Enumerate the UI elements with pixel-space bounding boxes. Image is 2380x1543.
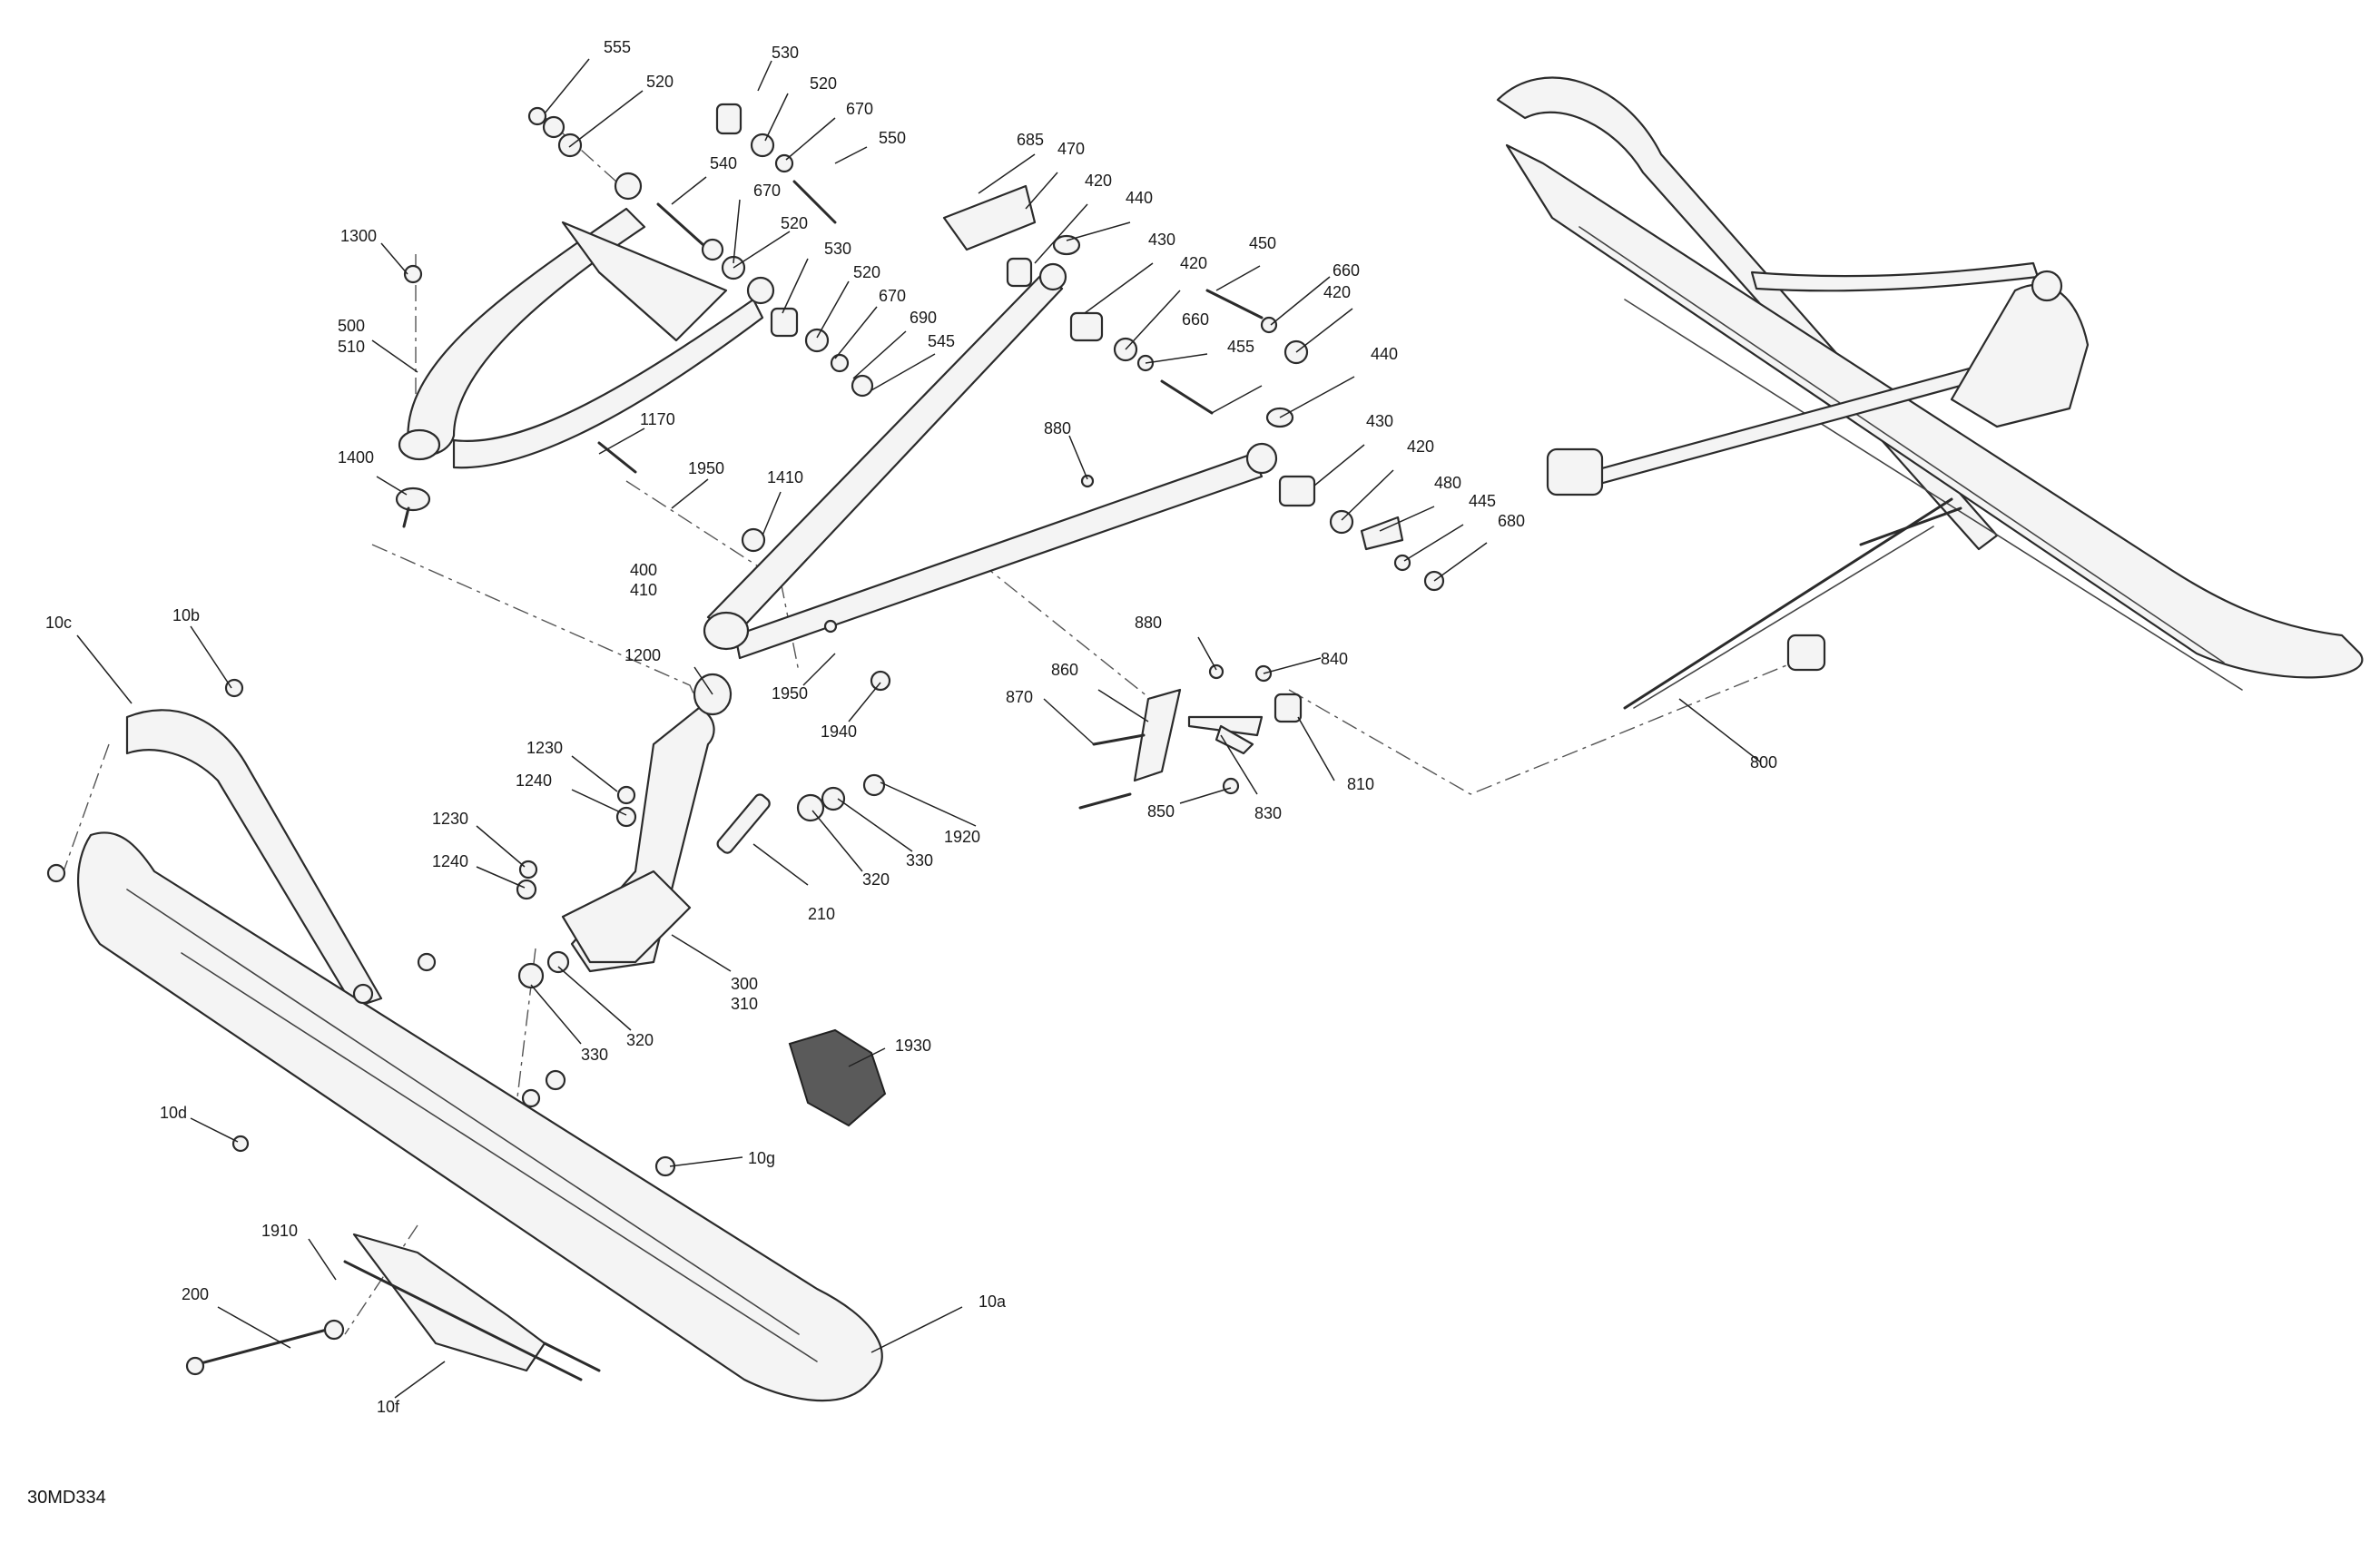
callout-label: 1240 xyxy=(432,852,468,870)
callout-label: 520 xyxy=(810,74,837,93)
assembled-ski-view xyxy=(1496,76,2364,710)
upper-hardware xyxy=(395,103,874,528)
figure-code: 30MD334 xyxy=(27,1488,106,1508)
callout-label: 850 xyxy=(1147,802,1175,821)
callout-label: 550 xyxy=(879,129,906,147)
callout-label: 880 xyxy=(1135,614,1162,632)
callout-label: 1930 xyxy=(895,1037,931,1055)
callout-label: 300 xyxy=(731,975,758,993)
callout-label: 870 xyxy=(1006,688,1033,706)
callout-label: 320 xyxy=(862,870,890,889)
callout-label: 10c xyxy=(45,614,72,632)
callout-label: 1910 xyxy=(261,1222,298,1240)
callout-label: 1230 xyxy=(432,810,468,828)
callout-label: 400 xyxy=(630,561,657,579)
callout-label: 670 xyxy=(846,100,873,118)
callout-label: 430 xyxy=(1366,412,1393,430)
steering-arm xyxy=(1078,663,1303,810)
callout-label: 420 xyxy=(1085,172,1112,190)
callout-label: 1920 xyxy=(944,828,980,846)
spindle xyxy=(516,673,886,989)
callout-label: 680 xyxy=(1498,512,1525,530)
callout-label: 660 xyxy=(1182,310,1209,329)
callout-label: 520 xyxy=(646,73,674,91)
callout-label: 810 xyxy=(1347,775,1374,793)
callout-label: 330 xyxy=(581,1046,608,1064)
upper-a-arm xyxy=(398,172,775,469)
callout-label: 440 xyxy=(1371,345,1398,363)
callout-labels: 555 520 530 520 670 550 540 670 520 1300… xyxy=(45,38,1777,1416)
callout-label: 660 xyxy=(1333,261,1360,280)
callout-label: 1950 xyxy=(772,684,808,703)
callout-label: 840 xyxy=(1321,650,1348,668)
lower-a-arm xyxy=(703,184,1278,660)
callout-label: 470 xyxy=(1057,140,1085,158)
callout-label: 430 xyxy=(1148,231,1175,249)
callout-label: 520 xyxy=(853,263,880,281)
callout-label: 500 xyxy=(338,317,365,335)
callout-label: 1940 xyxy=(821,722,857,741)
callout-label: 310 xyxy=(731,995,758,1013)
callout-label: 1240 xyxy=(516,772,552,790)
callout-label: 670 xyxy=(753,182,781,200)
callout-label: 420 xyxy=(1323,283,1351,301)
callout-label: 455 xyxy=(1227,338,1254,356)
callout-label: 410 xyxy=(630,581,657,599)
callout-label: 420 xyxy=(1407,437,1434,456)
leader-lines xyxy=(76,58,1762,1399)
callout-label: 420 xyxy=(1180,254,1207,272)
callout-label: 10f xyxy=(377,1398,400,1416)
callout-label: 10d xyxy=(160,1104,187,1122)
callout-label: 450 xyxy=(1249,234,1276,252)
callout-label: 545 xyxy=(928,332,955,350)
parts-artwork xyxy=(46,76,2364,1402)
callout-label: 1170 xyxy=(640,410,675,428)
callout-label: 860 xyxy=(1051,661,1078,679)
callout-label: 10a xyxy=(979,1292,1007,1311)
callout-label: 10g xyxy=(748,1149,775,1167)
callout-label: 10b xyxy=(172,606,200,624)
callout-label: 210 xyxy=(808,905,835,923)
callout-label: 330 xyxy=(906,851,933,870)
callout-label: 440 xyxy=(1126,189,1153,207)
callout-label: 540 xyxy=(710,154,737,172)
callout-label: 520 xyxy=(781,214,808,232)
callout-label: 830 xyxy=(1254,804,1282,822)
callout-label: 670 xyxy=(879,287,906,305)
pad-part xyxy=(788,1028,887,1127)
left-ski xyxy=(46,678,883,1402)
callout-label: 510 xyxy=(338,338,365,356)
callout-label: 480 xyxy=(1434,474,1461,492)
callout-label: 1230 xyxy=(526,739,563,757)
callout-label: 200 xyxy=(182,1285,209,1303)
callout-label: 1950 xyxy=(688,459,724,477)
callout-label: 1410 xyxy=(767,468,803,486)
callout-label: 690 xyxy=(910,309,937,327)
callout-label: 530 xyxy=(824,240,851,258)
callout-label: 685 xyxy=(1017,131,1044,149)
callout-label: 320 xyxy=(626,1031,654,1049)
callout-label: 1200 xyxy=(625,646,661,664)
callout-label: 445 xyxy=(1469,492,1496,510)
callout-label: 555 xyxy=(604,38,631,56)
lower-hardware xyxy=(597,234,1445,692)
callout-label: 880 xyxy=(1044,419,1071,437)
callout-label: 1400 xyxy=(338,448,374,467)
callout-label: 1300 xyxy=(340,227,377,245)
callout-label: 800 xyxy=(1750,753,1777,772)
callout-label: 530 xyxy=(772,44,799,62)
